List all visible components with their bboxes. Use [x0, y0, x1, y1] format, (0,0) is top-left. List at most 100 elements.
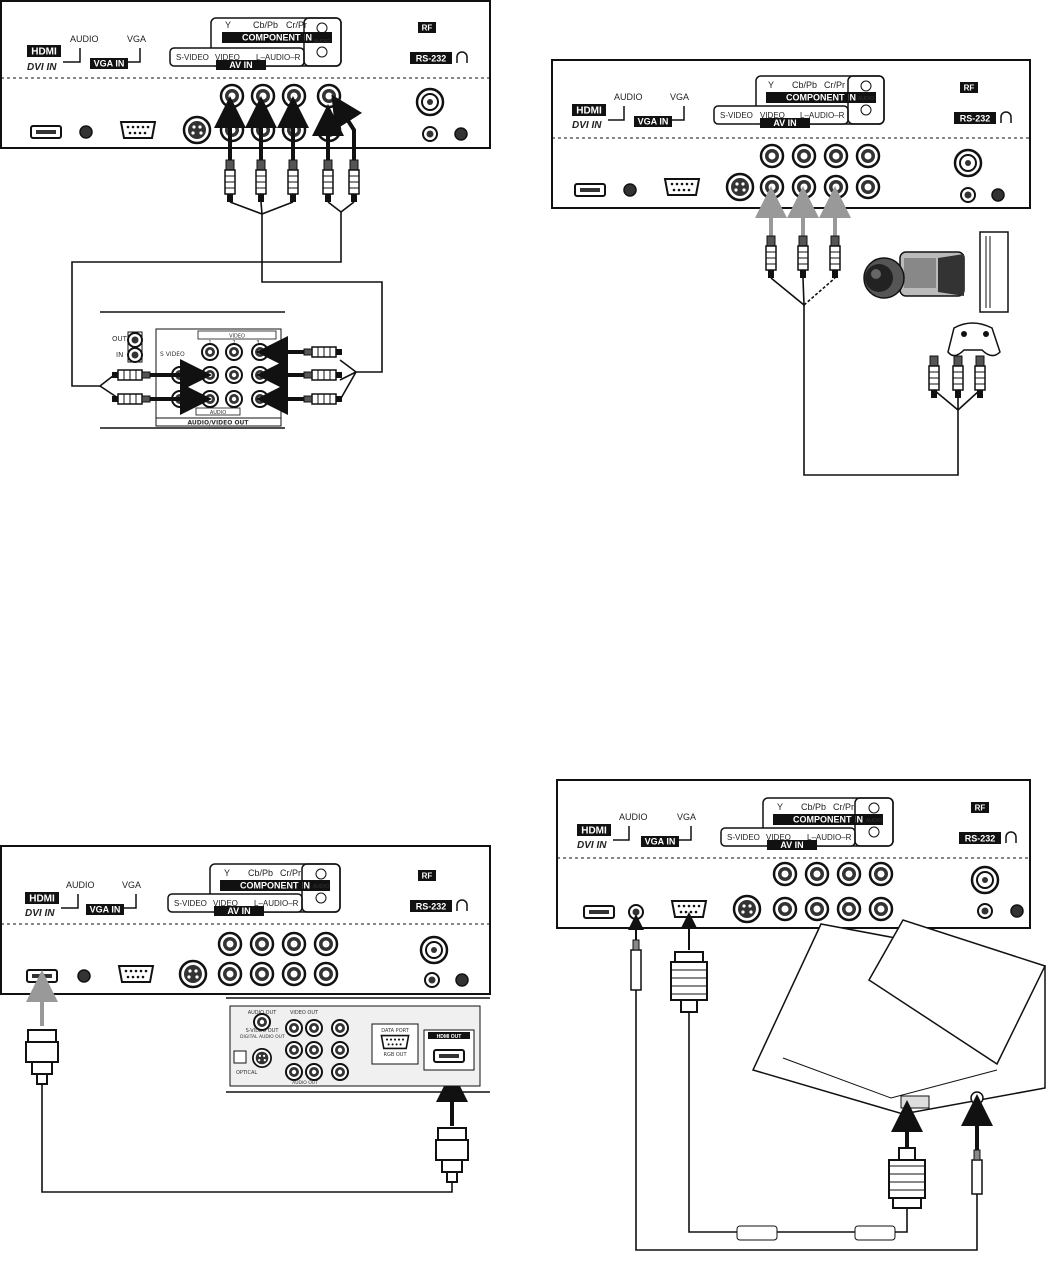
- receiver-optical: OPTICAL: [236, 1070, 257, 1076]
- tv-panel-top-right: HDMI DVI IN AUDIO VGA VGA IN Y Cb/Pb Cr/…: [551, 59, 1031, 476]
- audio-small-label-3: AUDIO: [313, 884, 329, 890]
- audio-label-2: AUDIO: [614, 92, 643, 102]
- hdmi-port[interactable]: [30, 125, 62, 139]
- cable-lines: [71, 201, 383, 401]
- rf-label-2: RF: [964, 84, 975, 93]
- cr-pr-label-4: Cr/Pr: [833, 802, 854, 812]
- av-in-label-4: AV IN: [780, 840, 803, 850]
- l-audio-r-label-2: L–AUDIO–R: [800, 111, 845, 120]
- dvd-r-label: R: [196, 396, 200, 403]
- rs232-label-4: RS-232: [965, 834, 996, 844]
- headphone-jack[interactable]: [422, 126, 438, 142]
- video-label: VIDEO: [215, 53, 240, 62]
- component-cb-jack[interactable]: [250, 83, 276, 109]
- audio-small-label-4: AUDIO: [866, 818, 882, 824]
- component-cr-jack[interactable]: [281, 83, 307, 109]
- plug-audio-r: [348, 159, 360, 203]
- tv-panel-top-left: HDMI DVI IN AUDIO VGA VGA IN Y Cb/Pb Cr/…: [0, 0, 491, 429]
- dvd-s-video-label: S VIDEO: [160, 351, 185, 358]
- panel-labels: HDMI DVI IN AUDIO VGA VGA IN Y Cb/Pb Cr/…: [27, 17, 468, 73]
- component-cables: [214, 94, 363, 160]
- component-in-label-2: COMPONENT IN: [786, 93, 856, 103]
- vga-in-label-3: VGA IN: [90, 905, 121, 915]
- av-in-label-2: AV IN: [773, 118, 796, 128]
- av-in-label: AV IN: [229, 60, 252, 70]
- plug-cb: [255, 159, 267, 203]
- receiver-rgb-out: RGB OUT: [383, 1052, 407, 1058]
- tv-panel-bottom-left: HDMI DVI IN AUDIO VGA VGA IN Y Cb/Pb Cr/…: [0, 845, 491, 1193]
- receiver-video-out: VIDEO OUT: [290, 1010, 319, 1016]
- audio-jack[interactable]: [79, 125, 93, 139]
- y-label-3: Y: [224, 868, 230, 878]
- receiver-s-video-out: S-VIDEO OUT: [246, 1028, 280, 1034]
- receiver-digital-audio-out: DIGITAL AUDIO OUT: [240, 1034, 285, 1040]
- receiver-audio-out-bottom: AUDIO OUT: [292, 1080, 318, 1086]
- camcorder-illustration: [863, 251, 965, 299]
- dvi-in-label: DVI IN: [27, 62, 57, 73]
- dvd-arrows: [150, 336, 306, 415]
- audio-l-jack[interactable]: [316, 83, 342, 109]
- cr-pr-label: Cr/Pr: [286, 20, 307, 30]
- tv-panel-bottom-right: HDMI DVI IN AUDIO VGA VGA IN Y Cb/Pb Cr/…: [556, 779, 1047, 1251]
- audio-label-4: AUDIO: [619, 812, 648, 822]
- s-video-label: S-VIDEO: [176, 53, 209, 62]
- vga-in-label-4: VGA IN: [645, 837, 676, 847]
- vga-in-label: VGA IN: [94, 59, 125, 69]
- audio-mini-plug: [630, 939, 642, 991]
- vga-label-3: VGA: [122, 880, 141, 890]
- l-audio-r-label: L–AUDIO–R: [256, 53, 301, 62]
- dvd-out-label: OUT: [112, 335, 128, 343]
- plug-audio-l: [322, 159, 334, 203]
- dvd-video-label: VIDEO: [229, 334, 245, 340]
- component-y-jack[interactable]: [219, 83, 245, 109]
- rs232-label-3: RS-232: [416, 902, 447, 912]
- video-label-4: VIDEO: [766, 833, 791, 842]
- hdmi-label-2: HDMI: [576, 106, 602, 117]
- rf-label: RF: [422, 24, 433, 33]
- audio-label-3: AUDIO: [66, 880, 95, 890]
- l-audio-r-label-3: L–AUDIO–R: [254, 899, 299, 908]
- s-video-port[interactable]: [182, 115, 212, 145]
- audio-label: AUDIO: [70, 34, 99, 44]
- game-console-illustration: [947, 231, 1009, 357]
- cb-pb-label-2: Cb/Pb: [792, 80, 817, 90]
- hdmi-label-3: HDMI: [29, 894, 55, 905]
- vga-label-4: VGA: [677, 812, 696, 822]
- plug-y: [224, 159, 236, 203]
- vga-label-2: VGA: [670, 92, 689, 102]
- audio-small-label-2: AUDIO: [858, 96, 874, 102]
- rf-port[interactable]: [415, 87, 445, 117]
- video-label-2: VIDEO: [760, 111, 785, 120]
- vga-label: VGA: [127, 34, 146, 44]
- l-audio-r-label-4: L–AUDIO–R: [807, 833, 852, 842]
- receiver-hdmi-out: HDMI OUT: [437, 1034, 462, 1040]
- component-in-label-3: COMPONENT IN: [240, 881, 310, 891]
- audio-small-label: AUDIO: [314, 39, 330, 45]
- cb-pb-label-3: Cb/Pb: [248, 868, 273, 878]
- hdmi-label-4: HDMI: [581, 826, 607, 837]
- cr-pr-label-3: Cr/Pr: [280, 868, 301, 878]
- video-label-3: VIDEO: [213, 899, 238, 908]
- dvi-in-label-2: DVI IN: [572, 120, 602, 131]
- rf-label-3: RF: [422, 872, 433, 881]
- component-in-label-4: COMPONENT IN: [793, 815, 863, 825]
- component-in-label: COMPONENT IN: [242, 33, 312, 43]
- rs232-port[interactable]: [454, 127, 468, 141]
- dvd-audio-label: AUDIO: [210, 410, 226, 416]
- receiver-data-port: DATA PORT: [381, 1028, 410, 1034]
- audio-mini-plug-laptop: [971, 1149, 983, 1195]
- dvi-in-label-3: DVI IN: [25, 908, 55, 919]
- vga-in-label-2: VGA IN: [638, 117, 669, 127]
- s-video-label-4: S-VIDEO: [727, 833, 760, 842]
- cb-pb-label: Cb/Pb: [253, 20, 278, 30]
- y-label-4: Y: [777, 802, 783, 812]
- plug-cr: [287, 159, 299, 203]
- s-video-label-3: S-VIDEO: [174, 899, 207, 908]
- receiver-audio-out: AUDIO OUT: [248, 1010, 278, 1016]
- rs232-label-2: RS-232: [960, 114, 991, 124]
- y-label-2: Y: [768, 80, 774, 90]
- rf-label-4: RF: [975, 804, 986, 813]
- dvi-in-label-4: DVI IN: [577, 840, 607, 851]
- vga-port[interactable]: [120, 121, 156, 139]
